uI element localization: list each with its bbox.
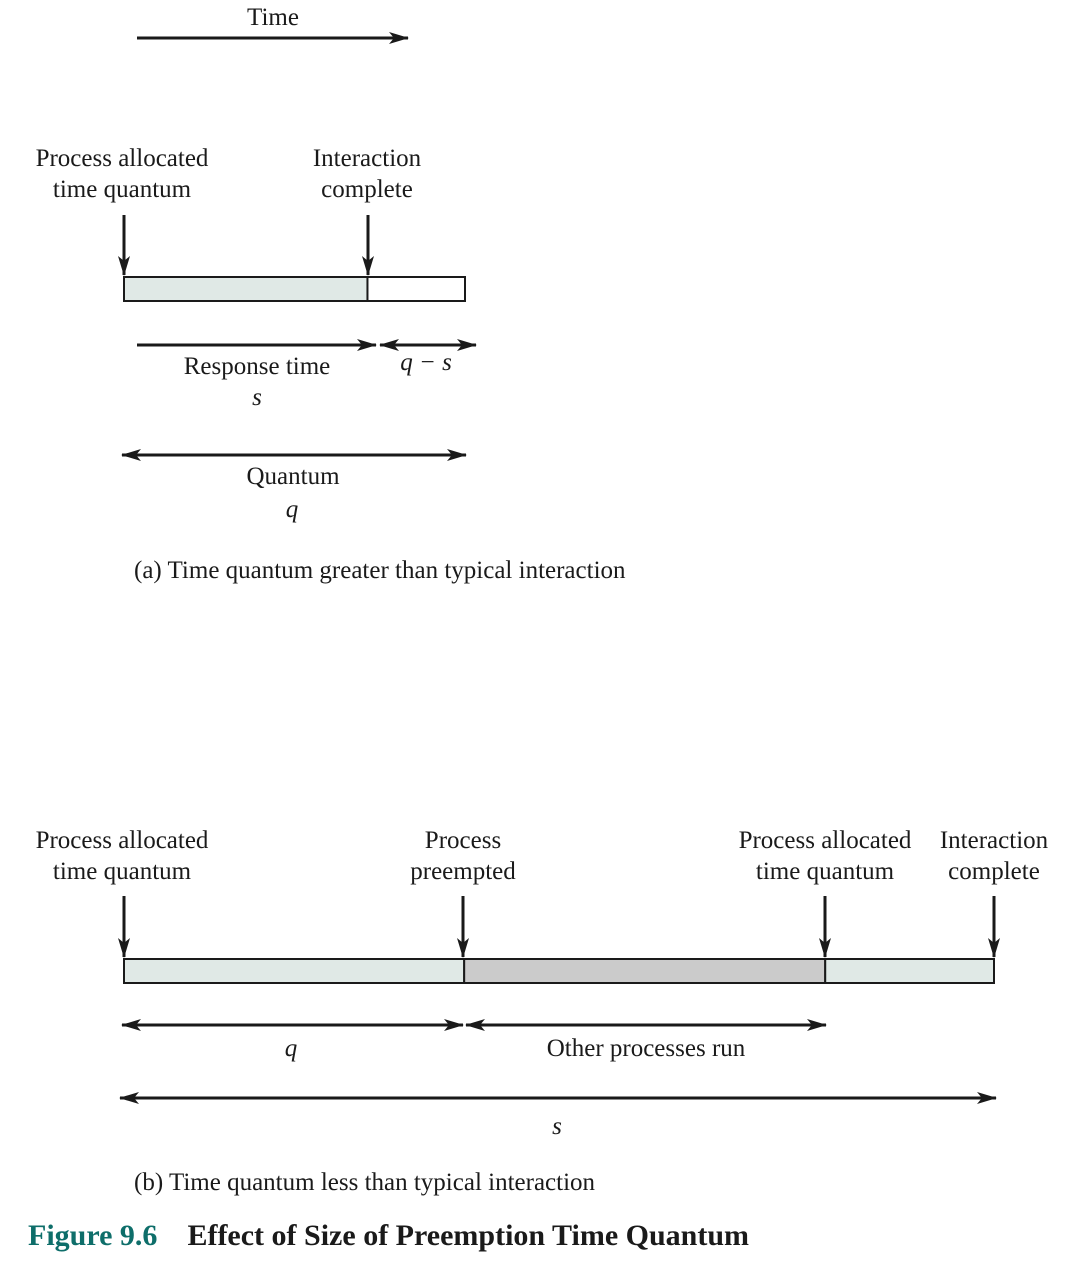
- allocated-label-b1: Process allocated time quantum: [36, 825, 209, 887]
- response-time-symbol: s: [252, 384, 262, 411]
- timeline-bar-b: [123, 958, 995, 984]
- response-time-label: Response time: [183, 353, 331, 380]
- timeline-bar-a: [123, 276, 466, 302]
- figure-caption: Figure 9.6 Effect of Size of Preemption T…: [28, 1216, 749, 1256]
- complete-label-b: Interaction complete: [940, 825, 1048, 887]
- label-line: Interaction: [939, 827, 1049, 854]
- allocated-label-a: Process allocated time quantum: [36, 143, 209, 205]
- quantum-label: Quantum: [246, 463, 340, 490]
- label-line: Process allocated: [738, 827, 912, 854]
- time-label: Time: [247, 4, 299, 31]
- caption-a: (a) Time quantum greater than typical in…: [134, 557, 626, 584]
- q-label-b: q: [284, 1035, 298, 1062]
- other-processes-label: Other processes run: [546, 1035, 746, 1062]
- quantum-symbol: q: [285, 496, 299, 523]
- label-line: time quantum: [755, 858, 895, 885]
- label-line: time quantum: [52, 858, 192, 885]
- s-label-b: s: [552, 1113, 562, 1140]
- segment-first-quantum: [123, 958, 466, 984]
- allocated-label-b2: Process allocated time quantum: [739, 825, 912, 887]
- label-line: complete: [321, 176, 413, 203]
- label-line: complete: [948, 858, 1040, 885]
- segment-second-run: [824, 958, 995, 984]
- label-line: Interaction: [312, 145, 422, 172]
- label-line: Process allocated: [35, 827, 209, 854]
- preempted-label: Process preempted: [410, 825, 516, 887]
- remainder-label: q − s: [400, 349, 452, 376]
- segment-remainder: [366, 276, 466, 302]
- label-line: Process: [424, 827, 502, 854]
- figure-title: Effect of Size of Preemption Time Quantu…: [187, 1219, 750, 1252]
- segment-response: [123, 276, 369, 302]
- caption-b: (b) Time quantum less than typical inter…: [134, 1169, 596, 1196]
- label-line: Process allocated: [35, 145, 209, 172]
- figure-number: Figure 9.6: [28, 1219, 158, 1252]
- complete-label-a: Interaction complete: [313, 143, 421, 205]
- segment-other-processes: [463, 958, 827, 984]
- label-line: time quantum: [52, 176, 192, 203]
- label-line: preempted: [410, 858, 516, 885]
